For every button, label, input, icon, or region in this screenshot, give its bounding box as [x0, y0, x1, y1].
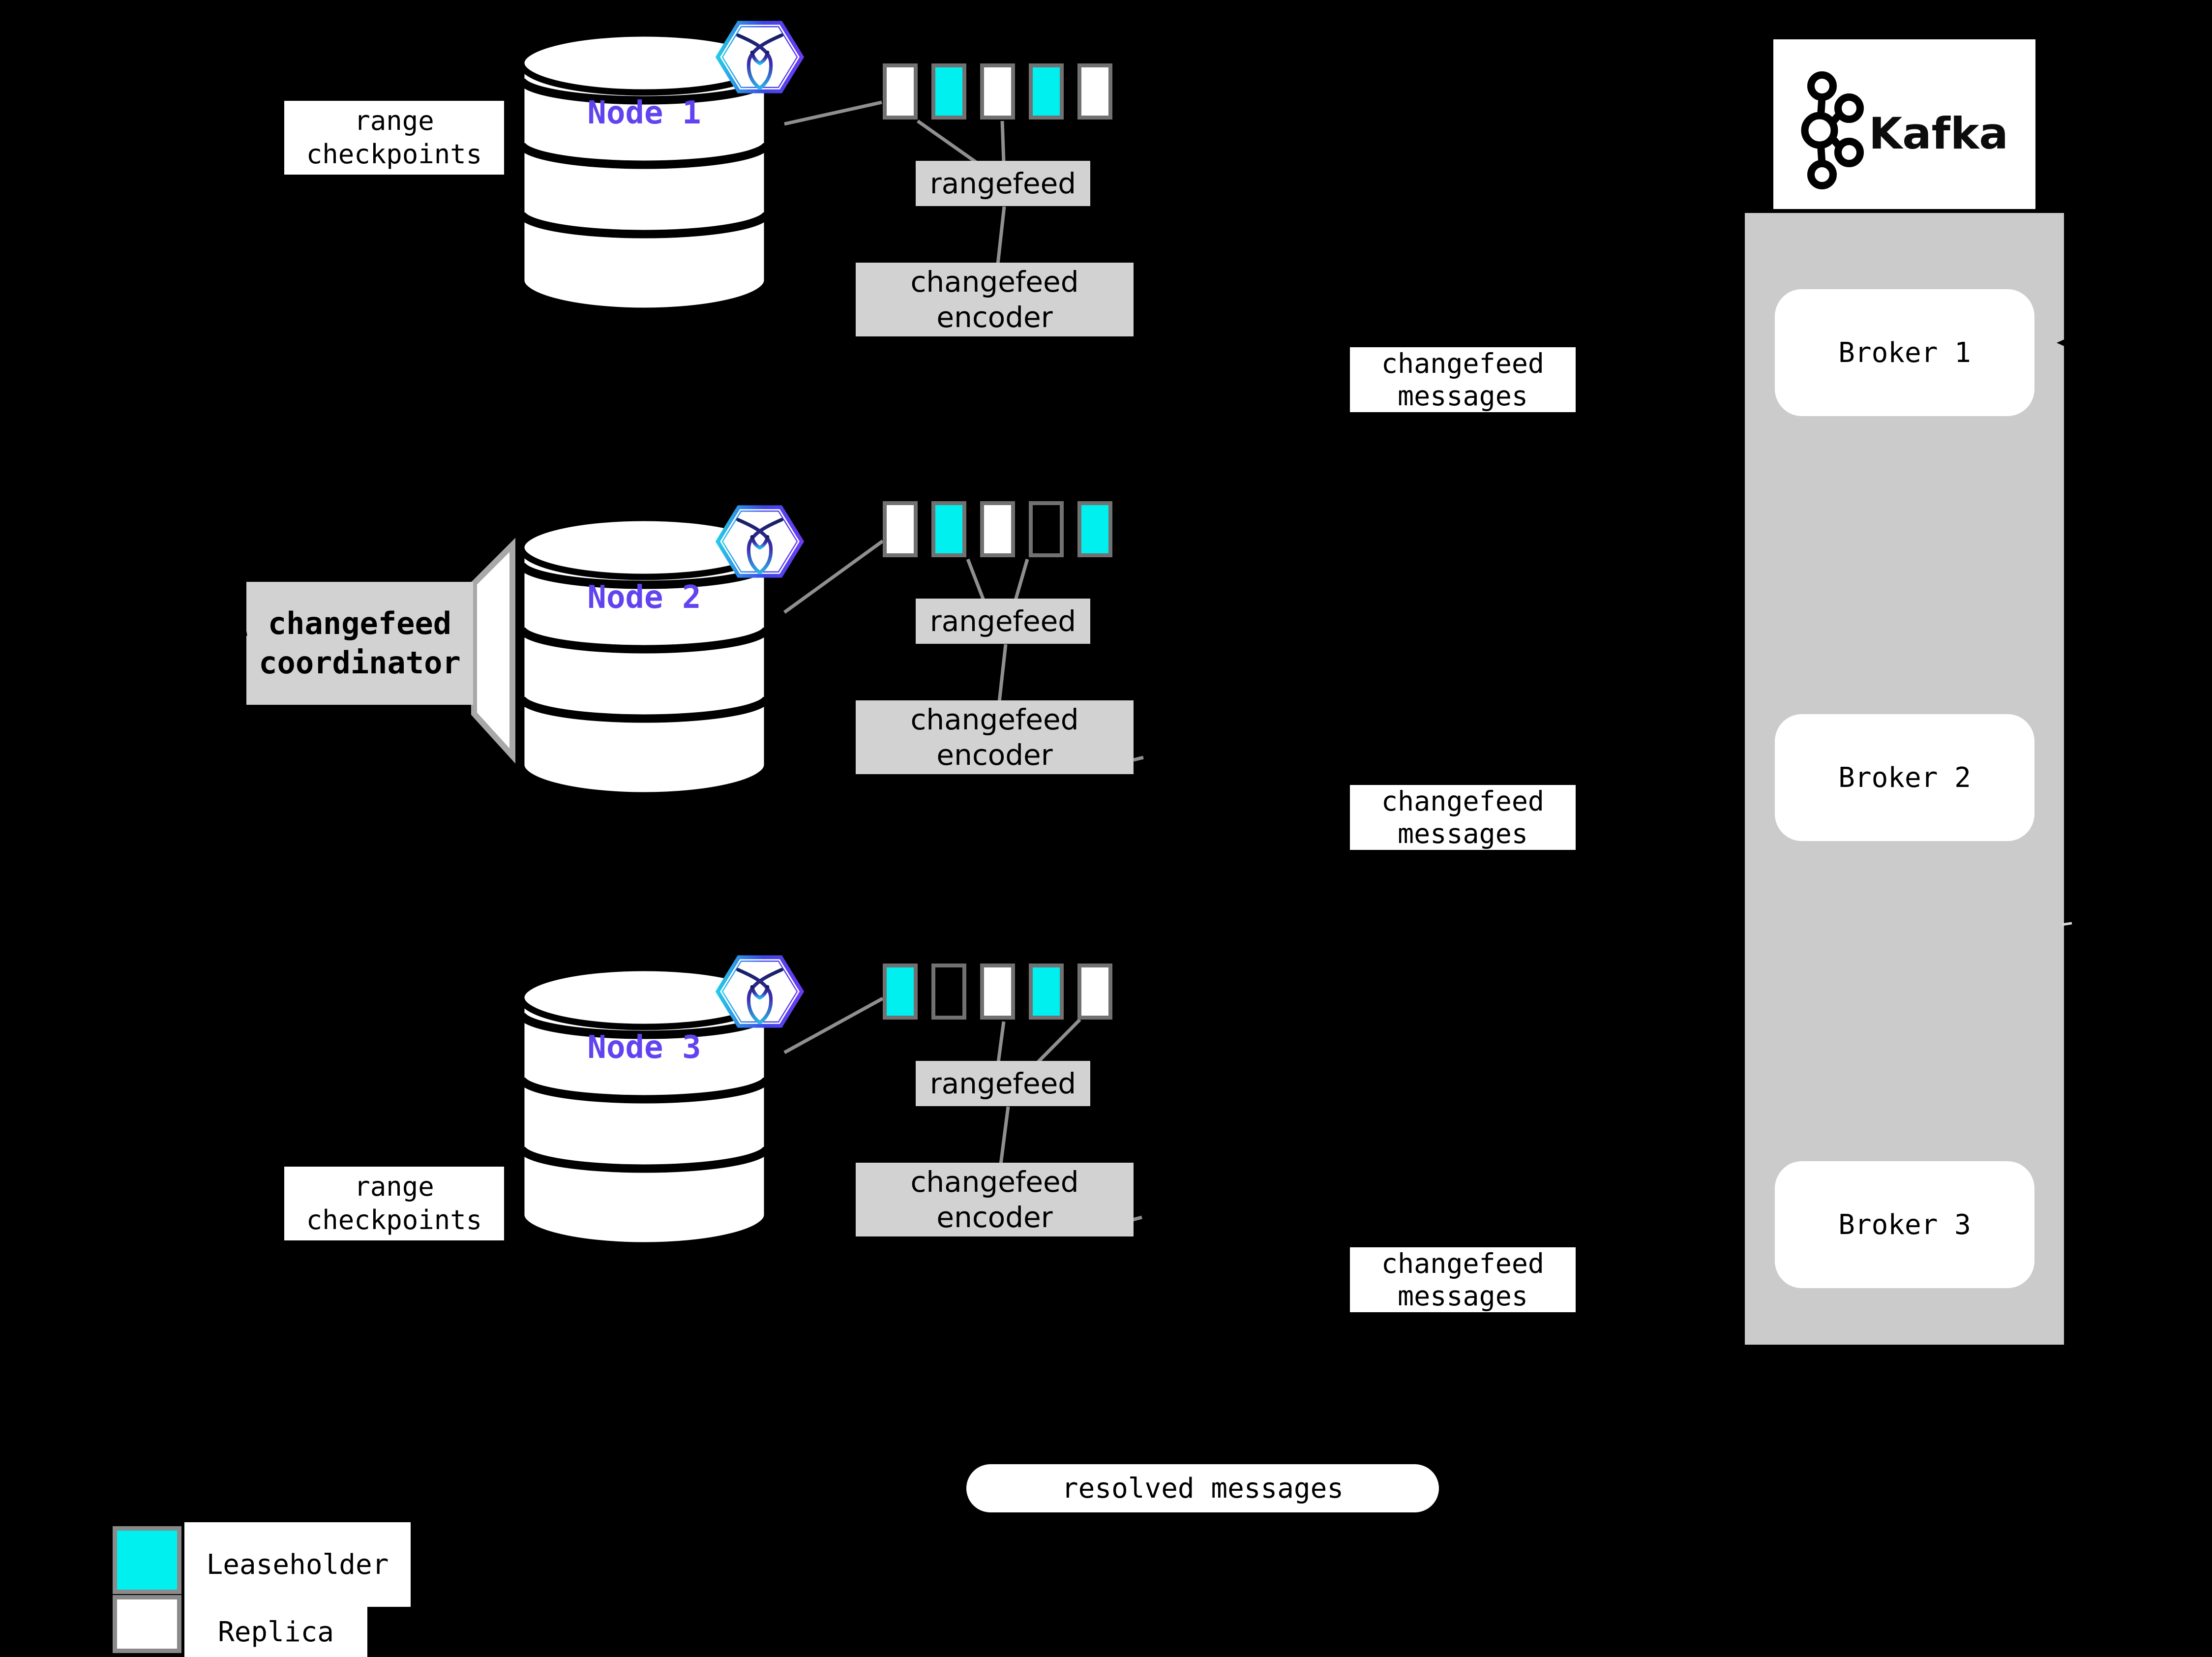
line-rangefeed1-to-encoder [996, 206, 1006, 265]
line-range2-to-rangefeed [966, 558, 986, 601]
range-leaseholder-square [883, 964, 918, 1020]
range-leaseholder-square [1077, 501, 1112, 557]
range-checkpoints-label-bottom: range checkpoints [284, 1167, 504, 1240]
rangefeed-box: rangefeed [916, 161, 1090, 206]
kafka-title: Kafka [1869, 108, 2008, 159]
rangefeed-box: rangefeed [916, 1061, 1090, 1106]
legend-leaseholder-swatch [113, 1526, 181, 1594]
database-cylinder-icon [517, 964, 772, 1249]
coordinator-flag-shape [471, 538, 515, 764]
range-checkpoints-label-top: range checkpoints [284, 101, 504, 175]
range-leaseholder-square [931, 501, 966, 557]
broker-box: Broker 2 [1775, 714, 2034, 841]
broker-box: Broker 1 [1775, 289, 2034, 416]
changefeed-messages-label: changefeed messages [1350, 1247, 1576, 1312]
arrow-tail-broker1 [2072, 338, 2103, 345]
broker-box: Broker 3 [1775, 1161, 2034, 1288]
changefeed-encoder-box: changefeed encoder [856, 263, 1134, 336]
line-node1-to-range [784, 100, 882, 126]
ranges-row [883, 501, 1112, 557]
line-rangefeed3-to-encoder [999, 1106, 1010, 1165]
range-replica-square [883, 63, 918, 120]
range-replica-square [1077, 964, 1112, 1020]
resolved-messages-label: resolved messages [966, 1464, 1439, 1512]
range-replica-square [980, 501, 1015, 557]
arrow-fragment-coordinator [225, 631, 247, 659]
line-range3b-to-rangefeed [996, 1021, 1006, 1063]
cockroachdb-icon [715, 955, 805, 1028]
kafka-logo-icon [1801, 71, 1864, 189]
changefeed-encoder-box: changefeed encoder [856, 1163, 1134, 1236]
legend-replica-label: Replica [184, 1607, 367, 1657]
range-replica-square [1077, 63, 1112, 120]
line-rangefeed2-to-encoder [997, 644, 1008, 702]
cockroachdb-icon [715, 505, 805, 578]
node-label: Node 1 [587, 95, 701, 131]
range-empty-square [1029, 501, 1064, 557]
line-stub-encoder2 [1133, 755, 1144, 762]
rangefeed-box: rangefeed [916, 599, 1090, 644]
range-leaseholder-square [1029, 964, 1064, 1020]
range-leaseholder-square [1029, 63, 1064, 120]
range-leaseholder-square [931, 63, 966, 120]
line-range1-to-rangefeed [916, 120, 979, 165]
changefeed-encoder-box: changefeed encoder [856, 700, 1134, 774]
legend-replica-swatch [113, 1595, 181, 1653]
range-replica-square [980, 63, 1015, 120]
database-cylinder-icon [517, 514, 772, 799]
range-empty-square [931, 964, 966, 1020]
line-range4-to-rangefeed [1014, 559, 1029, 601]
ranges-row [883, 63, 1112, 120]
database-cylinder-icon [517, 30, 772, 314]
node-label: Node 2 [587, 579, 701, 616]
line-range3-to-rangefeed [1000, 121, 1006, 163]
cockroachdb-icon [715, 21, 805, 93]
changefeed-coordinator-box: changefeed coordinator [246, 582, 473, 705]
changefeed-messages-label: changefeed messages [1350, 347, 1576, 412]
ranges-row [883, 964, 1112, 1020]
range-replica-square [980, 964, 1015, 1020]
line-stub-encoder3 [1132, 1215, 1142, 1222]
range-replica-square [883, 501, 918, 557]
line-range5-to-rangefeed [1036, 1018, 1081, 1064]
changefeed-messages-label: changefeed messages [1350, 785, 1576, 850]
legend-leaseholder-label: Leaseholder [184, 1522, 411, 1607]
node-label: Node 3 [587, 1029, 701, 1066]
